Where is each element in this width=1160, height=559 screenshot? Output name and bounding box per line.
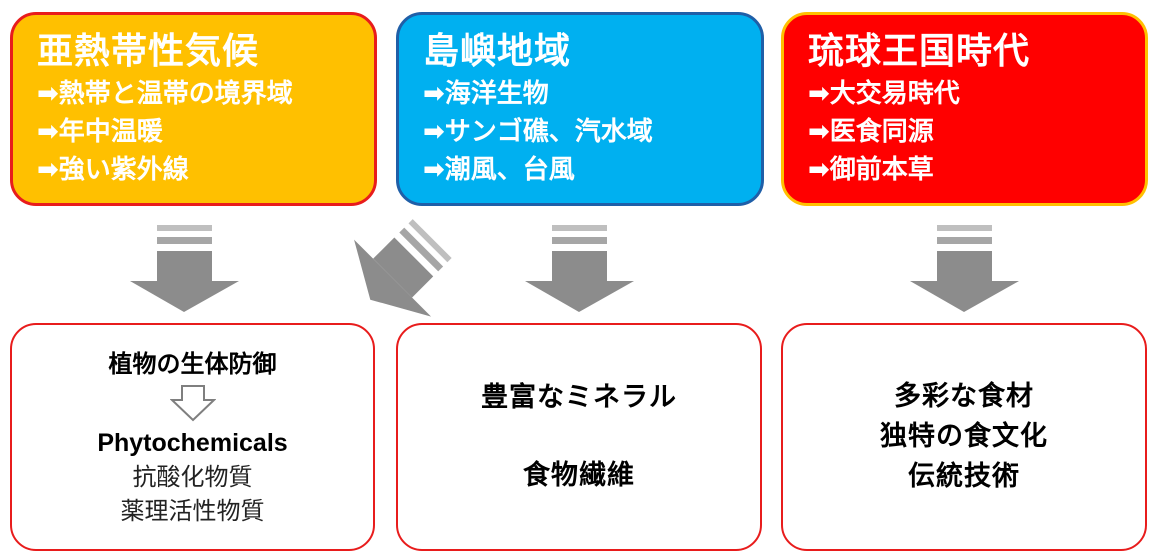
diagonal-arrow-icon xyxy=(354,219,452,317)
food-culture-box: 多彩な食材 独特の食文化 伝統技術 xyxy=(781,323,1147,551)
fiber-label: 食物繊維 xyxy=(523,460,635,491)
antioxidant-label: 抗酸化物質 xyxy=(132,463,253,491)
island-item-1: ➡海洋生物 xyxy=(423,79,549,109)
ryukyu-item-1: ➡大交易時代 xyxy=(808,79,960,109)
down-arrow-icon xyxy=(910,225,1019,312)
ryukyu-item-2: ➡医食同源 xyxy=(808,117,934,147)
tradition-label: 伝統技術 xyxy=(908,461,1020,492)
island-item-3: ➡潮風、台風 xyxy=(423,155,575,185)
climate-item-3: ➡強い紫外線 xyxy=(37,155,189,185)
island-box: 島嶼地域 ➡海洋生物 ➡サンゴ礁、汽水域 ➡潮風、台風 xyxy=(396,12,764,206)
food-culture-label: 独特の食文化 xyxy=(880,421,1048,452)
down-arrow-icon xyxy=(130,225,239,312)
ryukyu-item-3: ➡御前本草 xyxy=(808,155,934,185)
down-arrow-icon xyxy=(525,225,634,312)
phytochemical-box: 植物の生体防御 Phytochemicals 抗酸化物質 薬理活性物質 xyxy=(10,323,375,551)
ryukyu-title: 琉球王国時代 xyxy=(808,31,1031,72)
ingredients-label: 多彩な食材 xyxy=(894,381,1034,412)
climate-title: 亜熱帯性気候 xyxy=(37,31,260,72)
mineral-label: 豊富なミネラル xyxy=(481,382,677,413)
climate-box: 亜熱帯性気候 ➡熱帯と温帯の境界域 ➡年中温暖 ➡強い紫外線 xyxy=(10,12,377,206)
phytochemicals-label: Phytochemicals xyxy=(97,429,288,457)
defense-heading: 植物の生体防御 xyxy=(108,350,277,378)
island-item-2: ➡サンゴ礁、汽水域 xyxy=(423,117,653,147)
ryukyu-box: 琉球王国時代 ➡大交易時代 ➡医食同源 ➡御前本草 xyxy=(781,12,1148,206)
outline-down-arrow-icon xyxy=(169,385,216,422)
bioactive-label: 薬理活性物質 xyxy=(120,497,265,525)
mineral-box: 豊富なミネラル 食物繊維 xyxy=(396,323,762,551)
climate-item-2: ➡年中温暖 xyxy=(37,117,163,147)
climate-item-1: ➡熱帯と温帯の境界域 xyxy=(37,79,293,109)
island-title: 島嶼地域 xyxy=(423,31,572,72)
